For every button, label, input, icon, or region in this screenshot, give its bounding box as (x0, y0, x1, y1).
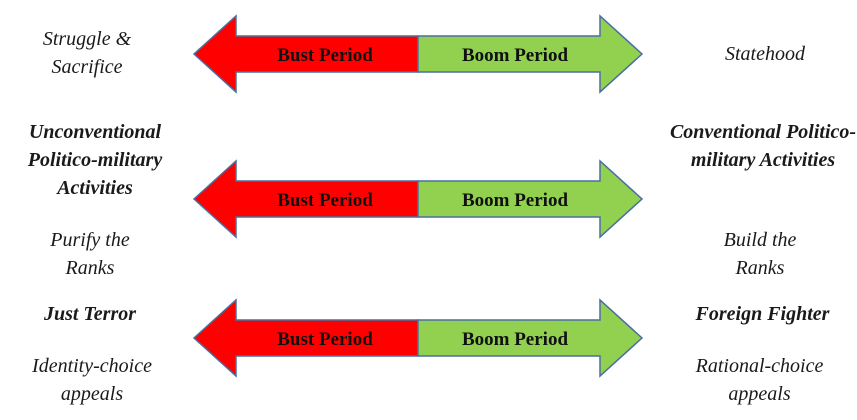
row2-left-label: Purify the Ranks (50, 229, 130, 279)
boom-period-label: Boom Period (462, 190, 569, 211)
row1-bust-boom-arrow: Bust Period Boom Period (190, 14, 645, 94)
boom-arrow-half (417, 298, 644, 378)
row3-right-label: Rational-choice appeals (695, 355, 824, 405)
row1-left-label: Struggle & Sacrifice (42, 28, 132, 78)
bust-arrow-half (192, 14, 419, 94)
row3-bust-boom-arrow: Bust Period Boom Period (190, 298, 645, 378)
bust-arrow-half (192, 298, 419, 378)
row3-right-heading: Foreign Fighter (695, 303, 830, 325)
row2-left-heading: Unconventional Politico-military Activit… (27, 121, 163, 199)
row1-right-label: Statehood (725, 43, 805, 65)
row2-right-heading: Conventional Politico-military Activitie… (669, 121, 857, 171)
row3-left-heading: Just Terror (43, 303, 137, 325)
row3-left-label: Identity-choice appeals (32, 355, 152, 405)
boom-period-label: Boom Period (462, 45, 569, 66)
boom-arrow-half (417, 159, 644, 239)
bust-period-label: Bust Period (277, 329, 373, 350)
boom-period-label: Boom Period (462, 329, 569, 350)
boom-arrow-half (417, 14, 644, 94)
bust-period-label: Bust Period (277, 45, 373, 66)
row2-bust-boom-arrow: Bust Period Boom Period (190, 159, 645, 239)
bust-arrow-half (192, 159, 419, 239)
row2-right-label: Build the Ranks (723, 229, 797, 279)
bust-period-label: Bust Period (277, 190, 373, 211)
